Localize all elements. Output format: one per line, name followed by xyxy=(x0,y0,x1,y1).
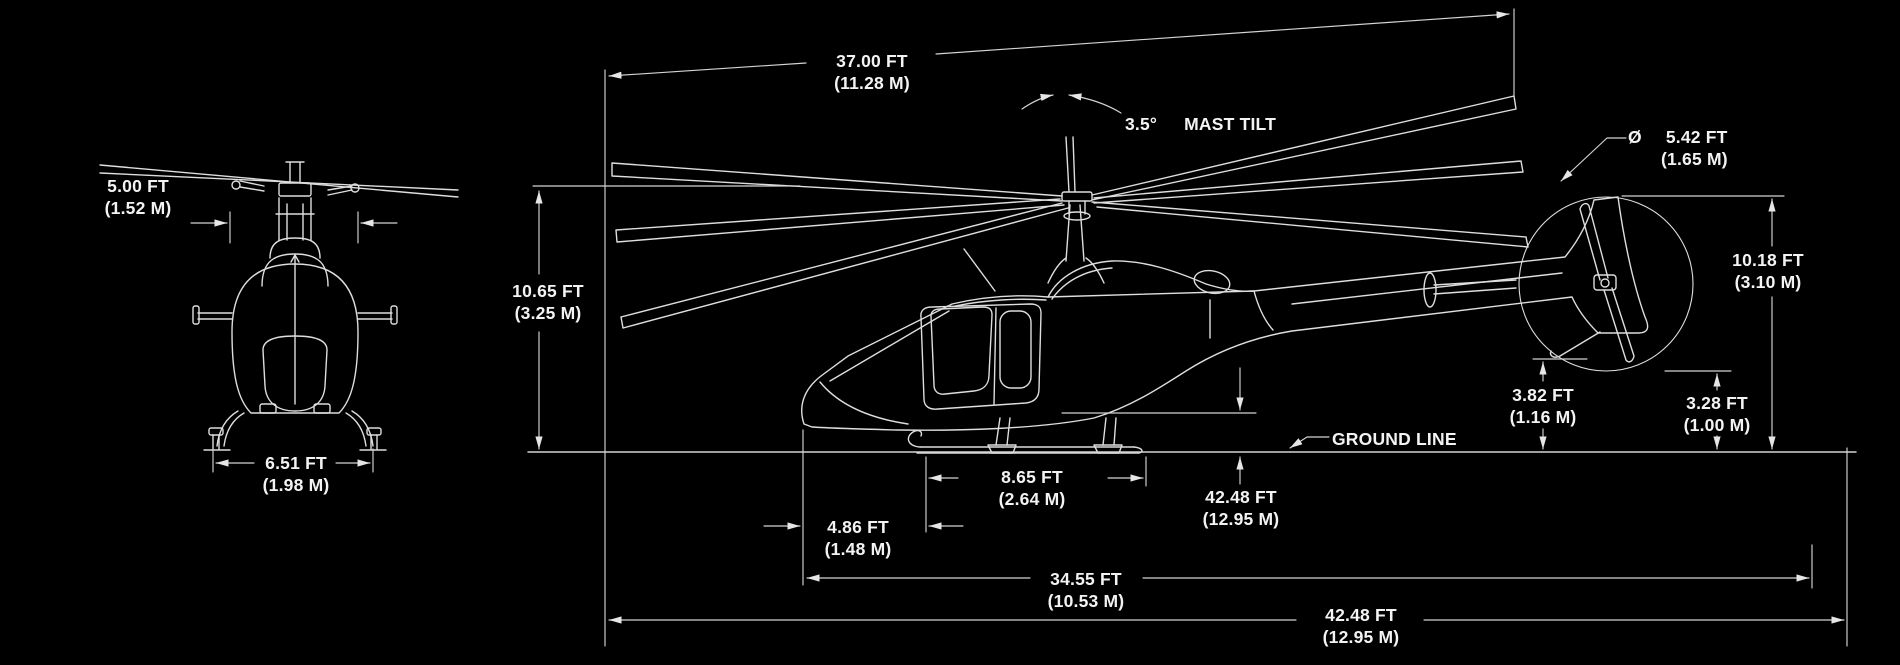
dim-rotor-mast-height: 10.65 FT (3.25 M) xyxy=(512,280,584,324)
dim-ft: 8.65 FT xyxy=(1001,467,1063,487)
dim-main-rotor-diameter: 37.00 FT (11.28 M) xyxy=(834,50,910,94)
ground-line-label: GROUND LINE xyxy=(1332,429,1457,449)
dim-fuselage-width: 5.00 FT (1.52 M) xyxy=(105,175,172,219)
tick-651 xyxy=(213,449,373,472)
dim-tail-rotor-diameter: Ø 5.42 FT (1.65 M) xyxy=(1628,126,1728,170)
dim-ft: 34.55 FT xyxy=(1050,569,1122,589)
dim-m: (1.65 M) xyxy=(1661,149,1728,169)
mast-tilt-label: MAST TILT xyxy=(1184,114,1277,134)
front-rotor xyxy=(100,162,458,197)
front-skid-gear xyxy=(204,404,386,450)
dim-m: (1.16 M) xyxy=(1509,407,1577,427)
dim-37-right xyxy=(936,11,1509,54)
dim-ft: 5.00 FT xyxy=(107,176,169,196)
dim-m: (1.52 M) xyxy=(104,198,172,218)
dim-m: (11.28 M) xyxy=(834,73,910,93)
mast-tilt-arc-right xyxy=(1069,93,1121,113)
dim-m: (2.64 M) xyxy=(998,489,1066,509)
side-skid-gear xyxy=(908,418,1142,453)
front-view-drawing xyxy=(100,162,458,450)
dim-ft: 42.48 FT xyxy=(1325,605,1397,625)
dim-skid-length: 8.65 FT (2.64 M) xyxy=(999,466,1066,510)
dim-tail-rotor-height: 10.18 FT (3.10 M) xyxy=(1732,249,1804,293)
dim-ft: 42.48 FT xyxy=(1205,487,1277,507)
dim-ft: 6.51 FT xyxy=(265,453,327,473)
dimension-lines xyxy=(191,9,1856,646)
dim-fuselage-length: 34.55 FT (10.53 M) xyxy=(1048,568,1125,612)
dim-tail-rotor-clearance: 3.28 FT (1.00 M) xyxy=(1684,392,1751,436)
dim-ft: 5.42 FT xyxy=(1665,127,1728,147)
diameter-symbol: Ø xyxy=(1628,127,1642,147)
leader-tail-dia xyxy=(1561,138,1626,181)
dim-ft: 3.28 FT xyxy=(1686,393,1748,413)
dim-m: (10.53 M) xyxy=(1047,591,1125,611)
dim-overall-length: 42.48 FT (12.95 M) xyxy=(1323,604,1400,648)
dim-m: (1.48 M) xyxy=(824,539,892,559)
front-fuselage xyxy=(193,198,397,413)
dim-m: (3.25 M) xyxy=(514,303,582,323)
mast-tilt-angle: 3.5° xyxy=(1125,114,1158,134)
dim-37-left xyxy=(609,63,806,79)
dim-ft: 10.65 FT xyxy=(512,281,584,301)
dim-ft: 3.82 FT xyxy=(1512,385,1574,405)
dim-stabilizer-clearance: 3.82 FT (1.16 M) xyxy=(1510,384,1577,428)
dim-m: (3.10 M) xyxy=(1734,272,1802,292)
dim-skid-width: 6.51 FT (1.98 M) xyxy=(263,452,330,496)
dim-ft: 10.18 FT xyxy=(1732,250,1804,270)
mast-tilt-arc-left xyxy=(1022,93,1053,109)
dim-m: (1.00 M) xyxy=(1683,415,1751,435)
dim-ft: 4.86 FT xyxy=(827,517,889,537)
dim-m: (12.95 M) xyxy=(1322,627,1400,647)
ext-500 xyxy=(230,212,358,243)
dim-nose-to-skid: 4.86 FT (1.48 M) xyxy=(825,516,892,560)
side-view-drawing xyxy=(612,96,1693,453)
dim-overall-length-at-ground: 42.48 FT (12.95 M) xyxy=(1203,486,1280,530)
dim-ft: 37.00 FT xyxy=(836,51,908,71)
leader-ground-line xyxy=(1290,437,1329,448)
tail-rotor xyxy=(1424,197,1693,371)
side-fuselage xyxy=(802,197,1648,430)
dim-m: (1.98 M) xyxy=(262,475,330,495)
mast-tilt-callout: 3.5° MAST TILT xyxy=(1125,113,1276,135)
dim-m: (12.95 M) xyxy=(1202,509,1280,529)
